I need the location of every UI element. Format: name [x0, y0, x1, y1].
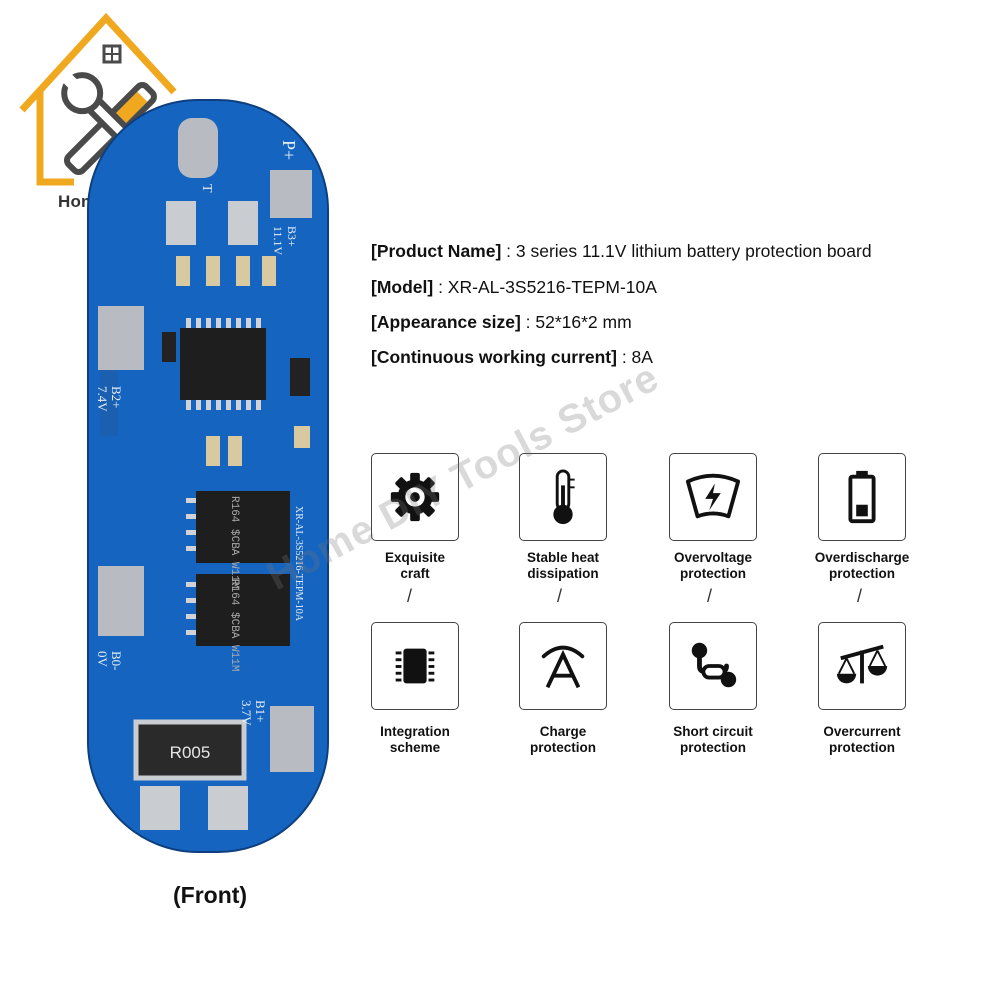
board-label-b3: B3+: [285, 226, 299, 247]
feature-overvoltage-box: [669, 453, 757, 541]
protection-board-image: P+ T B3+ 11.1V B2+ 7.4V XR-AL-3S5216-TEP…: [87, 99, 329, 853]
board-label-p-plus: P+: [279, 140, 299, 160]
feature-exquisite-craft-box: [371, 453, 459, 541]
spec-model: [Model] : XR-AL-3S5216-TEPM-10A: [371, 277, 657, 297]
voltage-gauge-icon: [685, 473, 741, 519]
battery-low-icon: [848, 470, 876, 524]
feature-overcurrent-box: [818, 622, 906, 710]
mosfet-1-marking: R164 $CBA W11M: [228, 496, 240, 588]
thermometer-icon: [553, 469, 575, 525]
short-circuit-icon: [691, 642, 737, 688]
board-label-model: XR-AL-3S5216-TEPM-10A: [293, 506, 304, 622]
divider-slash: /: [407, 586, 413, 606]
divider-slash: /: [557, 586, 563, 606]
feature-charge-box: [519, 622, 607, 710]
board-label-b3v: 11.1V: [271, 226, 285, 256]
board-label-b0v: 0V: [95, 651, 110, 668]
scales-icon: [836, 644, 888, 684]
divider-slash: /: [707, 586, 713, 606]
feature-integration-box: [371, 622, 459, 710]
board-label-b1: B1+: [253, 700, 268, 723]
board-label-t: T: [199, 184, 214, 193]
spec-product-name: [Product Name] : 3 series 11.1V lithium …: [371, 241, 872, 261]
feature-short-circuit-box: [669, 622, 757, 710]
divider-slash: /: [857, 586, 863, 606]
board-label-b0: B0-: [109, 651, 124, 671]
front-caption: (Front): [173, 882, 248, 908]
board-label-b1v: 3.7V: [239, 700, 254, 726]
board-label-b2v: 7.4V: [95, 386, 110, 412]
feature-heat-dissipation-box: [519, 453, 607, 541]
board-label-b2: B2+: [109, 386, 124, 409]
resistor-label: R005: [170, 743, 211, 762]
mosfet-2-marking: R164 $CBA W11M: [228, 579, 240, 671]
feature-overdischarge-box: [818, 453, 906, 541]
spec-appearance-size: [Appearance size] : 52*16*2 mm: [371, 312, 632, 332]
charge-a-icon: [541, 645, 585, 689]
spec-continuous-current: [Continuous working current] : 8A: [371, 347, 653, 367]
gear-icon: [390, 472, 440, 522]
chip-icon: [395, 648, 435, 684]
